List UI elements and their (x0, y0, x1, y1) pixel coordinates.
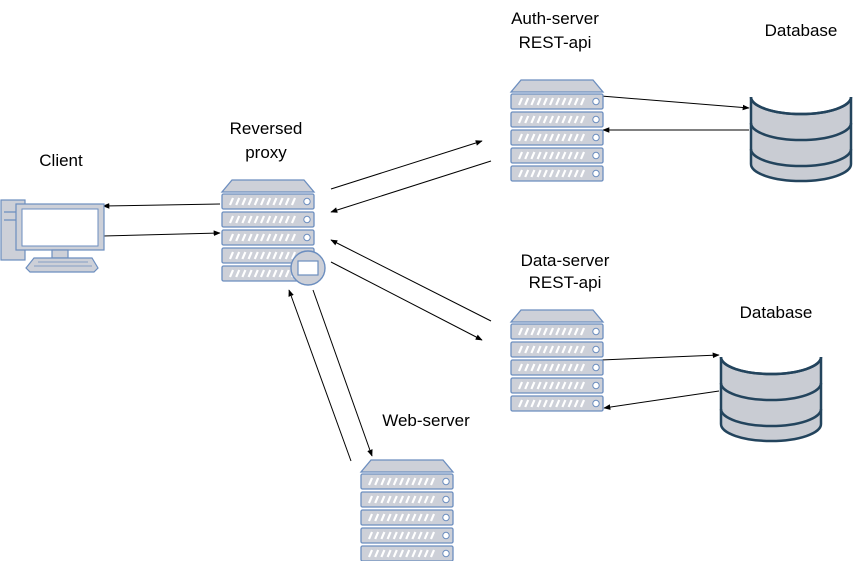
server-rack-icon (509, 309, 605, 412)
edge-proxy-to-auth-server (330, 140, 483, 190)
desktop-computer-icon (0, 199, 105, 273)
client-label: Client (39, 151, 83, 170)
proxy-badge-icon (290, 250, 326, 286)
auth-server-label: Auth-server (511, 9, 599, 28)
edge-proxy-to-data-server (330, 261, 483, 341)
database-top-label: Database (764, 21, 838, 40)
database-icon (719, 356, 823, 443)
edge-auth-server-to-database-top (600, 95, 750, 111)
proxy-server-icon (220, 179, 326, 286)
data-server-label: Data-server (520, 251, 610, 270)
edge-client-to-proxy (102, 230, 221, 237)
edge-proxy-to-client (102, 203, 221, 209)
reversed-proxy-label: Reversed (229, 119, 303, 138)
database-bottom-label: Database (739, 303, 813, 322)
edge-proxy-to-web-server (312, 289, 373, 457)
connection-arrows (102, 95, 750, 462)
database-icon (749, 96, 853, 183)
data-server-label-line2: REST-api (528, 273, 602, 292)
server-rack-icon (359, 459, 455, 561)
server-rack-icon (509, 79, 605, 182)
edge-data-server-to-database-bottom (600, 352, 720, 361)
edge-web-server-to-proxy (288, 289, 352, 462)
web-server-label: Web-server (382, 411, 470, 430)
edge-auth-server-to-proxy (330, 160, 492, 213)
auth-server-label-line2: REST-api (518, 33, 592, 52)
reversed-proxy-label-line2: proxy (245, 143, 287, 162)
edge-data-server-to-proxy (330, 239, 492, 322)
edge-database-bottom-to-data-server (603, 390, 720, 410)
